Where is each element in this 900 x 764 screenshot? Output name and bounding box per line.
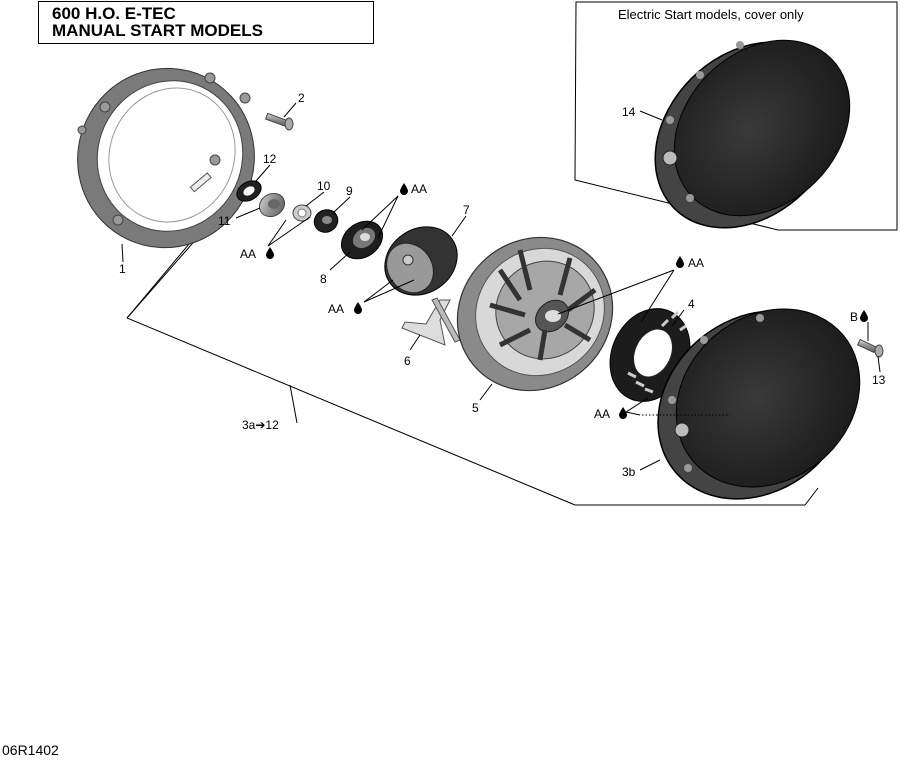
callout-8: 8 [320, 272, 327, 286]
drop-icon-aa-mid [354, 302, 362, 314]
drop-icon-aa-right-top [676, 256, 684, 268]
lube-aa-right-top: AA [688, 256, 704, 270]
lube-aa-mid: AA [328, 302, 344, 316]
part-1-mounting-ring [77, 67, 255, 249]
title-line-1: 600 H.O. E-TEC [52, 4, 176, 23]
callout-6: 6 [404, 354, 411, 368]
title-box: 600 H.O. E-TEC MANUAL START MODELS [38, 1, 374, 44]
bracket-bottom [126, 317, 576, 506]
drop-icon-b [860, 310, 868, 322]
callout-1: 1 [119, 262, 126, 276]
callout-9: 9 [346, 184, 353, 198]
part-3b-starter-cover [657, 308, 861, 500]
callout-11: 11 [218, 214, 231, 228]
inset-caption: Electric Start models, cover only [618, 7, 804, 22]
callout-4: 4 [688, 297, 695, 311]
part-11-bushing [258, 192, 286, 218]
drop-icon-aa-left [266, 247, 274, 259]
part-8-ratchet [341, 220, 383, 260]
callout-12: 12 [263, 152, 277, 166]
lubricant-marks: AA AA AA AA AA B [240, 182, 868, 421]
diagram-code: 06R1402 [2, 742, 59, 758]
part-5-rope-sheave [456, 236, 614, 392]
leader-lines [121, 102, 881, 471]
part-13-screw [856, 338, 884, 358]
part-10-washer [292, 204, 312, 222]
title-line-2: MANUAL START MODELS [52, 21, 263, 40]
part-2-screw [264, 112, 294, 131]
part-9-spring [313, 209, 339, 233]
lube-aa-left: AA [240, 247, 256, 261]
lube-aa-right-bottom: AA [594, 407, 610, 421]
callouts: 1 2 12 11 10 9 8 7 6 5 4 3b 13 14 3a➔12 [119, 91, 886, 479]
callout-14: 14 [622, 105, 636, 119]
drop-icon-aa-right-bottom [619, 407, 627, 419]
lube-b: B [850, 310, 858, 324]
callout-3b: 3b [622, 465, 636, 479]
callout-2: 2 [298, 91, 305, 105]
callout-13: 13 [872, 373, 886, 387]
part-7-friction-plate [384, 226, 458, 296]
lube-aa-top: AA [411, 182, 427, 196]
drop-icon-aa-top [400, 183, 408, 195]
part-6-handle [401, 297, 461, 346]
callout-10: 10 [317, 179, 331, 193]
part-14-cover [654, 39, 851, 229]
callout-3a: 3a➔12 [242, 418, 279, 432]
callout-7: 7 [463, 203, 470, 217]
callout-5: 5 [472, 401, 479, 415]
part-12-lock-ring [236, 180, 262, 202]
inset-frame [574, 1, 898, 231]
bracket-right [804, 487, 819, 506]
